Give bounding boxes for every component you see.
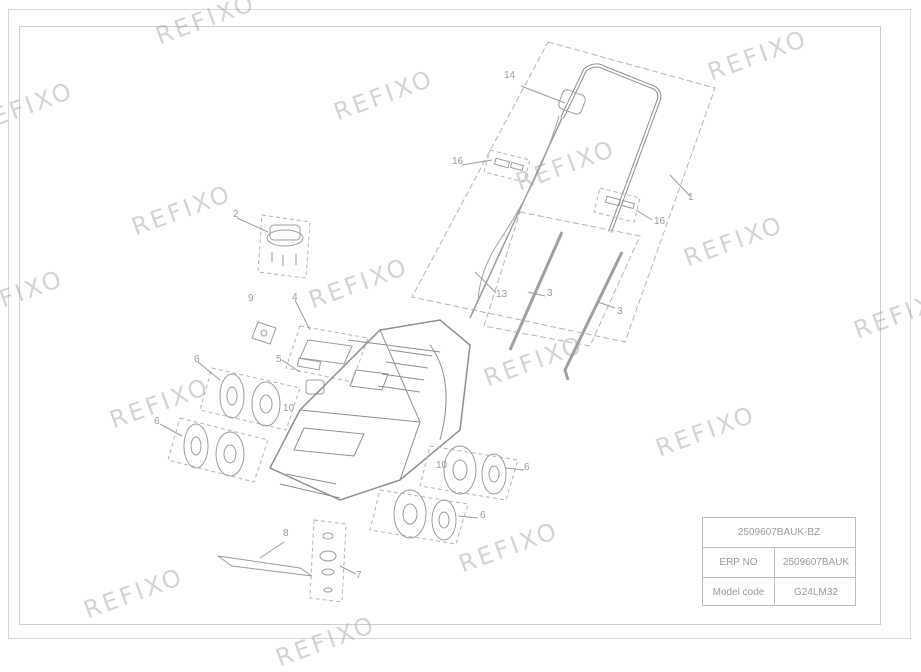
handle-clip-parts [461,149,653,223]
title-block-model-row: Model code G24LM32 [703,578,855,606]
model-label: Model code [703,578,775,606]
upper-handle-part [411,41,716,343]
blade-part [217,541,313,577]
title-block-header-row: 2509607BAUK-BZ [703,518,855,548]
erp-label: ERP NO [703,548,775,577]
drawing-border-inner [19,26,881,625]
callout-16: 16 [654,216,666,227]
callout-9: 9 [248,293,254,304]
mower-deck-body [268,319,471,501]
callout-4: 4 [292,292,298,303]
title-block: 2509607BAUK-BZ ERP NO 2509607BAUK Model … [702,517,856,606]
callout-2: 2 [233,209,239,220]
callout-6: 6 [154,416,160,427]
motor-part [236,214,311,279]
callout-6: 6 [194,354,200,365]
model-value: G24LM32 [794,586,838,598]
callout-3: 3 [617,306,623,317]
callout-14: 14 [504,70,516,81]
drawing-border-outer [8,9,911,639]
callout-10: 10 [436,460,448,471]
wheel-parts [159,361,525,545]
callout-6: 6 [524,462,530,473]
callout-7: 7 [356,570,362,581]
erp-value: 2509607BAUK [782,557,850,568]
title-block-erp-row: ERP NO 2509607BAUK [703,548,855,578]
drawing-number: 2509607BAUK-BZ [737,527,821,538]
safety-key-part [281,357,325,395]
callout-8: 8 [283,528,289,539]
blade-adapter-part [309,519,357,603]
callout-1: 1 [688,192,694,203]
callout-13: 13 [496,289,508,300]
callout-3: 3 [547,288,553,299]
nut-part [251,321,277,345]
lower-handle-parts [474,211,641,381]
callout-5: 5 [276,354,282,365]
callout-6: 6 [480,510,486,521]
callout-10: 10 [283,403,295,414]
drawing-canvas [159,41,716,603]
callout-16: 16 [452,156,464,167]
